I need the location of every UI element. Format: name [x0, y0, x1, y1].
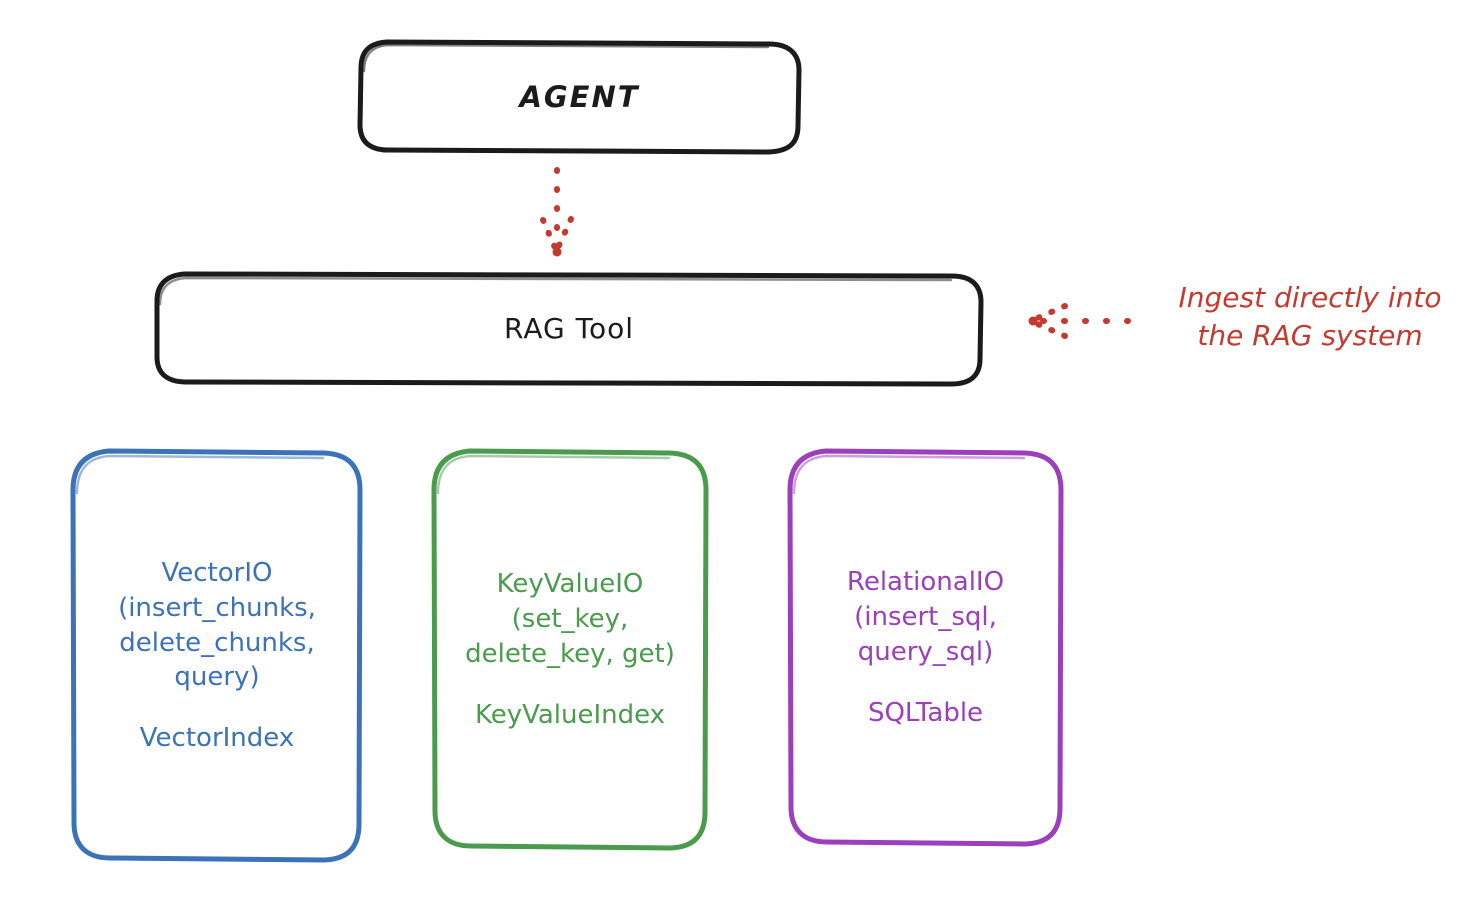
- node-vectorio[interactable]: VectorIO (insert_chunks, delete_chunks, …: [67, 444, 367, 868]
- vectorio-box-outline: [70, 448, 363, 863]
- keyvalueio-line-2: delete_key, get): [465, 639, 675, 669]
- agent-box-outline: [357, 39, 802, 155]
- ingest-annotation: Ingest directly into the RAG system: [1145, 279, 1475, 355]
- relationalio-index-label: SQLTable: [867, 697, 984, 728]
- rag-tool-box-outline: [154, 271, 984, 387]
- keyvalueio-label-stack: KeyValueIO (set_key, delete_key, get) Ke…: [428, 567, 712, 732]
- node-rag-tool[interactable]: RAG Tool: [152, 269, 986, 388]
- vectorio-index-label: VectorIndex: [139, 723, 295, 754]
- agent-to-rag-tool-arrow: [540, 167, 574, 257]
- relationalio-line-0: RelationalIO: [846, 567, 1005, 598]
- relationalio-spacer: [792, 670, 1059, 696]
- vectorio-label-stack: VectorIO (insert_chunks, delete_chunks, …: [67, 556, 367, 756]
- vectorio-line-3: query): [174, 662, 260, 693]
- node-relationalio[interactable]: RelationalIO (insert_sql, query_sql) SQL…: [784, 444, 1067, 852]
- keyvalueio-line-0: KeyValueIO: [496, 569, 644, 600]
- node-keyvalueio[interactable]: KeyValueIO (set_key, delete_key, get) Ke…: [428, 444, 712, 856]
- agent-label: AGENT: [519, 80, 640, 114]
- vectorio-line-0: VectorIO: [161, 557, 273, 588]
- relationalio-line-1: (insert_sql,: [854, 602, 997, 633]
- vectorio-spacer: [75, 695, 359, 721]
- relationalio-label-stack: RelationalIO (insert_sql, query_sql) SQL…: [784, 565, 1067, 730]
- rag-tool-label: RAG Tool: [504, 312, 634, 345]
- annotation-line-1: the RAG system: [1197, 319, 1423, 353]
- ingest-arrow: [1028, 303, 1131, 339]
- keyvalueio-spacer: [436, 672, 704, 698]
- keyvalueio-index-label: KeyValueIndex: [474, 699, 666, 730]
- rag-tool-label-stack: RAG Tool: [152, 312, 986, 345]
- vectorio-line-2: delete_chunks,: [119, 627, 315, 658]
- keyvalueio-line-1: (set_key,: [511, 604, 629, 635]
- annotation-line-0: Ingest directly into: [1178, 281, 1442, 314]
- keyvalueio-box-outline: [431, 448, 709, 851]
- node-agent[interactable]: AGENT: [355, 38, 804, 156]
- agent-label-stack: AGENT: [355, 80, 804, 114]
- vectorio-line-1: (insert_chunks,: [118, 592, 316, 623]
- relationalio-box-outline: [787, 448, 1064, 847]
- relationalio-line-2: query_sql): [857, 637, 994, 667]
